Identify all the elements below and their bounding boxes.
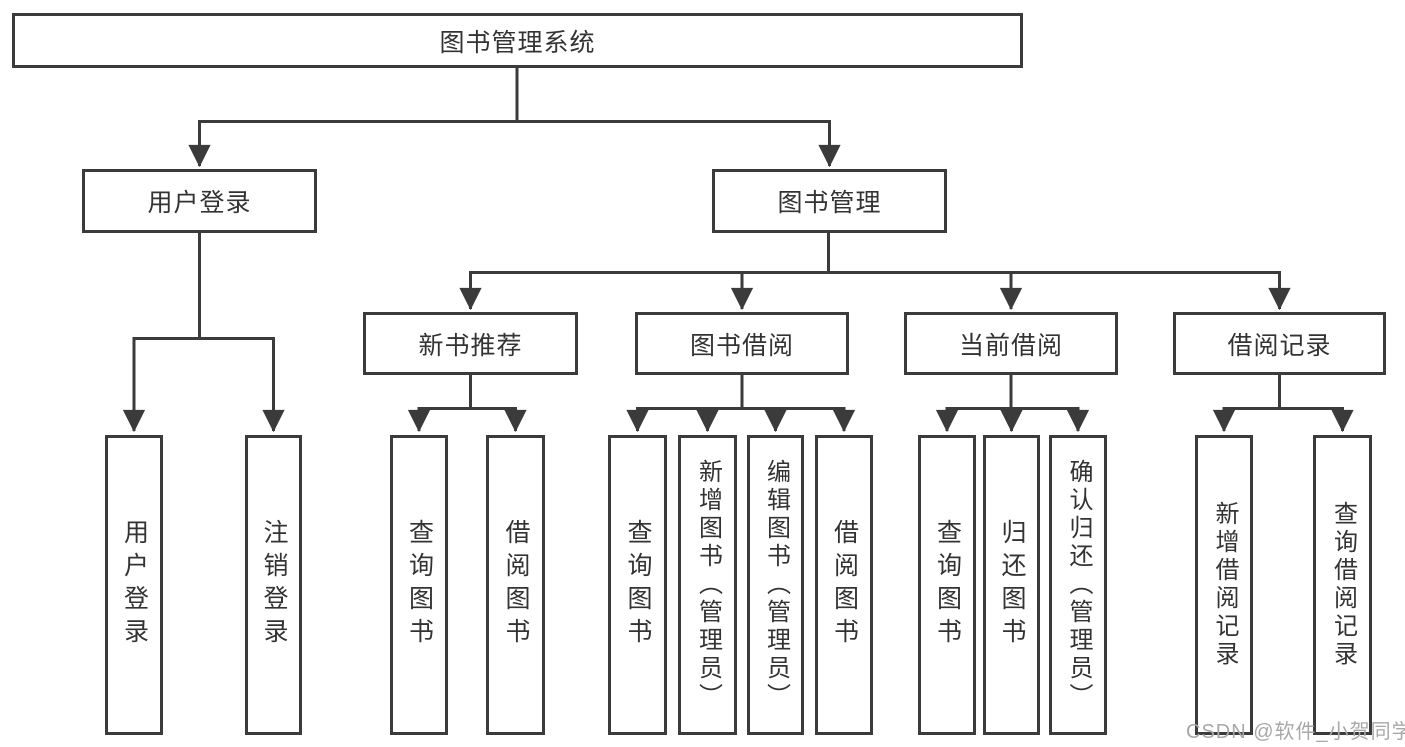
leaf-bb-add-books-admin: 新增图书（管理员） — [678, 435, 737, 735]
leaf-bb-edit-books-admin-label: 编辑图书（管理员） — [762, 459, 790, 711]
leaf-br-query-record-label: 查询借阅记录 — [1329, 501, 1357, 669]
leaf-bb-borrow-books: 借阅图书 — [815, 435, 873, 735]
leaf-br-query-record: 查询借阅记录 — [1313, 435, 1372, 735]
leaf-user-login: 用户登录 — [105, 435, 163, 735]
leaf-logout-label: 注销登录 — [260, 519, 288, 651]
leaf-rec-borrow-books: 借阅图书 — [486, 435, 545, 735]
node-book-management: 图书管理 — [712, 169, 947, 233]
leaf-bb-add-books-admin-label: 新增图书（管理员） — [694, 459, 722, 711]
leaf-br-add-record: 新增借阅记录 — [1195, 435, 1253, 735]
node-root-label: 图书管理系统 — [439, 28, 596, 57]
leaf-bb-query-books-label: 查询图书 — [624, 519, 652, 651]
watermark: CSDN @软件_小贺同学 — [1186, 721, 1405, 743]
node-book-borrow-label: 图书借阅 — [689, 331, 794, 360]
node-book-management-label: 图书管理 — [777, 189, 882, 217]
leaf-user-login-label: 用户登录 — [120, 519, 149, 651]
leaf-logout: 注销登录 — [245, 435, 302, 735]
leaf-rec-query-books: 查询图书 — [390, 435, 448, 735]
node-current-borrow-label: 当前借阅 — [958, 331, 1063, 360]
node-root: 图书管理系统 — [12, 13, 1023, 68]
leaf-cb-return-books-label: 归还图书 — [998, 519, 1026, 651]
leaf-cb-return-books: 归还图书 — [983, 435, 1040, 735]
node-new-book-recommend: 新书推荐 — [363, 312, 578, 375]
leaf-rec-query-books-label: 查询图书 — [405, 519, 434, 651]
node-current-borrow: 当前借阅 — [904, 312, 1118, 375]
node-book-borrow: 图书借阅 — [635, 312, 849, 375]
leaf-br-add-record-label: 新增借阅记录 — [1211, 501, 1238, 669]
node-borrow-records: 借阅记录 — [1173, 312, 1386, 375]
leaf-rec-borrow-books-label: 借阅图书 — [502, 519, 530, 651]
leaf-bb-edit-books-admin: 编辑图书（管理员） — [747, 435, 804, 735]
leaf-cb-query-books-label: 查询图书 — [933, 519, 962, 651]
leaf-cb-query-books: 查询图书 — [918, 435, 976, 735]
node-user-login: 用户登录 — [82, 169, 317, 233]
leaf-cb-confirm-return-admin: 确认归还（管理员） — [1049, 435, 1107, 735]
node-new-book-recommend-label: 新书推荐 — [418, 331, 523, 360]
node-user-login-label: 用户登录 — [147, 189, 252, 217]
node-borrow-records-label: 借阅记录 — [1227, 331, 1332, 360]
leaf-bb-query-books: 查询图书 — [608, 435, 667, 735]
leaf-bb-borrow-books-label: 借阅图书 — [830, 519, 859, 651]
leaf-cb-confirm-return-admin-label: 确认归还（管理员） — [1065, 459, 1092, 711]
